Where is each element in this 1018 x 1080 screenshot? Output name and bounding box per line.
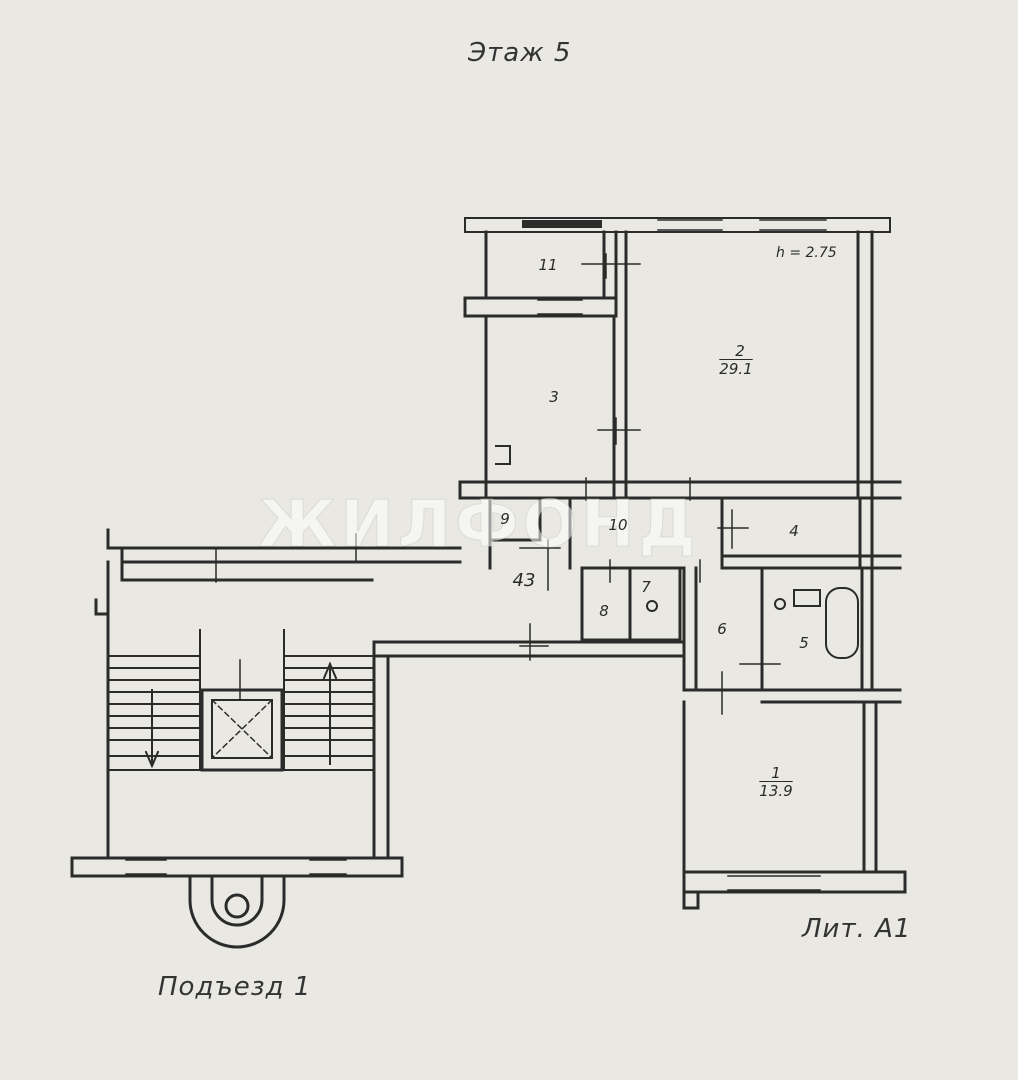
room-7-number: 7 (641, 578, 651, 596)
room-6-number: 6 (717, 620, 727, 638)
ceiling-height: h = 2.75 (776, 245, 837, 261)
wall-room4 (720, 496, 902, 692)
room-8-number: 8 (599, 602, 609, 620)
wall-stair-top (106, 528, 462, 564)
wall-stair-left (94, 560, 110, 860)
room-4-number: 4 (789, 522, 799, 540)
wall-room11-right (602, 230, 618, 318)
stair-arrow-up (322, 661, 338, 765)
entrance-porch (188, 874, 286, 949)
floor-title: Этаж 5 (468, 38, 572, 68)
toilet-7 (646, 600, 658, 612)
room-1-area: 13.9 (759, 782, 793, 800)
door-marks (215, 253, 781, 715)
wall-room6 (682, 566, 764, 692)
windows (125, 219, 827, 891)
wall-room9-10 (488, 496, 572, 570)
wall-stair-bottom (70, 856, 404, 878)
elevator-cab (211, 699, 273, 759)
wall-room1 (682, 700, 907, 910)
elevator-cross (210, 698, 274, 760)
entrance-circle (224, 893, 250, 919)
wall-outer-right (856, 230, 874, 500)
wall-top (464, 217, 891, 233)
toilet-3 (495, 445, 511, 465)
room-11-number: 11 (538, 256, 558, 274)
room-2-area: 29.1 (719, 360, 753, 378)
room-1-number: 1 (771, 764, 781, 782)
wall-hallway-left (372, 640, 390, 860)
corridor-area: 43 (512, 570, 536, 591)
lit-label: Лит. А1 (802, 914, 912, 944)
wall-hallway (372, 640, 686, 658)
room-3-number: 3 (549, 388, 559, 406)
window-room11 (522, 220, 602, 228)
wall-landing (120, 560, 374, 582)
room-5-number: 5 (799, 634, 809, 652)
stair-arrow-down (144, 689, 160, 769)
elevator-shaft (200, 688, 284, 772)
wall-room7-8 (580, 566, 686, 642)
wall-room3-right (612, 230, 628, 500)
entrance-label: Подъезд 1 (158, 972, 312, 1002)
bathtub (825, 587, 859, 659)
wall-room5 (760, 566, 902, 704)
room-9-number: 9 (500, 510, 510, 528)
wall-mid-horizontal (458, 480, 902, 500)
room-10-number: 10 (608, 516, 628, 534)
room-2-number: 2 (735, 342, 745, 360)
toilet-5 (774, 598, 786, 610)
stairs-left (107, 629, 201, 771)
wall-room11-bottom (463, 296, 618, 318)
sink (793, 589, 821, 607)
